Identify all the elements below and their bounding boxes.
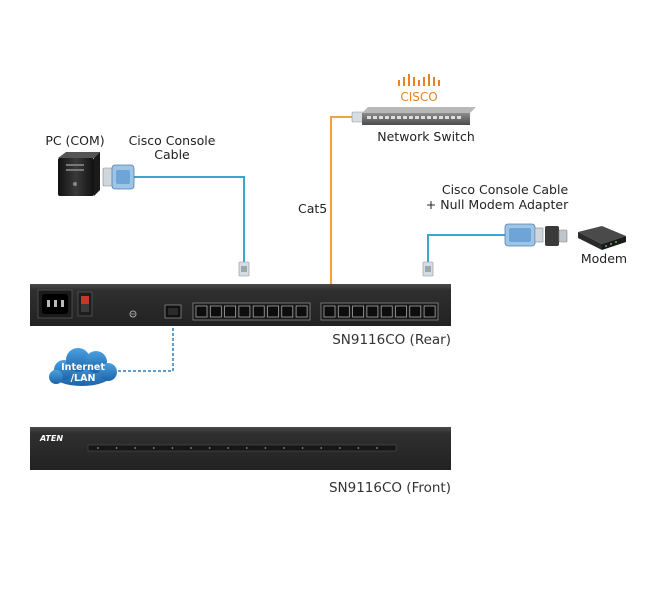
serial-port bbox=[423, 305, 436, 318]
pc-label: PC (COM) bbox=[45, 133, 104, 148]
lan-dashed-cable bbox=[118, 318, 174, 372]
aten-brand-label: ATEN bbox=[39, 434, 63, 443]
modem-console-cable bbox=[427, 234, 505, 262]
port-led bbox=[227, 447, 230, 449]
port-led bbox=[171, 447, 174, 449]
port-led bbox=[208, 447, 211, 449]
serial-port bbox=[281, 305, 294, 318]
serial-port bbox=[366, 305, 379, 318]
serial-port bbox=[295, 305, 308, 318]
serial-port bbox=[195, 305, 208, 318]
lan-port-icon bbox=[164, 304, 182, 319]
modem-label: Modem bbox=[581, 251, 627, 266]
console-cable-label-line2: Cable bbox=[154, 147, 190, 162]
port-led bbox=[320, 447, 323, 449]
front-unit-label: SN9116CO (Front) bbox=[329, 480, 451, 496]
console-null-label-line1: Cisco Console Cable bbox=[442, 182, 569, 197]
serial-port bbox=[352, 305, 364, 318]
network-switch-icon bbox=[362, 107, 476, 125]
port-led bbox=[283, 447, 285, 449]
front-unit: ATEN bbox=[30, 427, 451, 470]
serial-port bbox=[380, 305, 393, 318]
cisco-logo-icon: CISCO bbox=[398, 74, 440, 104]
cloud-icon: Internet /LAN bbox=[49, 348, 117, 386]
cisco-brand-label: CISCO bbox=[400, 90, 437, 104]
serial-port bbox=[209, 305, 222, 318]
port-led bbox=[97, 447, 99, 449]
port-led bbox=[376, 447, 378, 449]
cables bbox=[118, 116, 505, 372]
rear-unit bbox=[30, 284, 451, 326]
serial-port bbox=[337, 305, 350, 318]
cat5-label: Cat5 bbox=[298, 201, 327, 216]
port-led bbox=[357, 447, 360, 449]
db9-connector-icon bbox=[102, 164, 135, 190]
serial-port bbox=[252, 305, 265, 318]
network-switch-label: Network Switch bbox=[377, 129, 475, 144]
modem-icon bbox=[578, 226, 626, 250]
ground-screw-icon bbox=[129, 310, 137, 318]
port-led bbox=[301, 447, 304, 449]
rj45-plug-icon bbox=[422, 261, 434, 277]
led-dots bbox=[97, 447, 378, 449]
console-cable-label-line1: Cisco Console bbox=[129, 133, 216, 148]
null-modem-adapter-icon bbox=[545, 226, 568, 246]
cat5-cable bbox=[330, 116, 358, 307]
internet-label-line2: /LAN bbox=[71, 373, 96, 384]
serial-port bbox=[267, 305, 279, 318]
power-socket-icon bbox=[37, 289, 73, 319]
pc-console-cable bbox=[133, 176, 245, 262]
port-led bbox=[245, 447, 248, 449]
internet-label-line1: Internet bbox=[61, 362, 105, 373]
led-strip-icon bbox=[87, 444, 397, 452]
power-switch-icon bbox=[77, 291, 93, 317]
pc-tower-icon bbox=[58, 152, 100, 196]
serial-port bbox=[238, 305, 251, 318]
serial-port-block-icon bbox=[320, 302, 439, 321]
port-led bbox=[264, 447, 267, 449]
serial-port bbox=[409, 305, 422, 318]
serial-port-block-icon bbox=[192, 302, 311, 321]
serial-port bbox=[224, 305, 236, 318]
rear-unit-label: SN9116CO (Rear) bbox=[332, 332, 451, 348]
console-null-label-line2: + Null Modem Adapter bbox=[426, 197, 569, 212]
port-led bbox=[134, 447, 137, 449]
port-led bbox=[115, 447, 118, 449]
port-led bbox=[190, 447, 192, 449]
serial-port bbox=[323, 305, 336, 318]
port-led bbox=[338, 447, 341, 449]
rj45-plug-icon bbox=[238, 261, 250, 277]
serial-port bbox=[395, 305, 407, 318]
db9-connector-icon bbox=[504, 223, 544, 247]
port-led bbox=[152, 447, 155, 449]
